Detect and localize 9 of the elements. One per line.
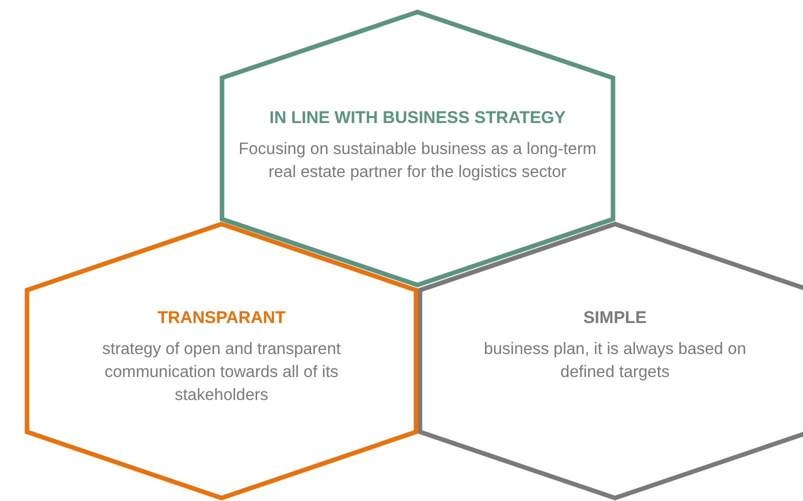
hexagon-description: Focusing on sustainable business as a long-term real estate partner for the logistics sector [238, 139, 598, 183]
hexagon [25, 222, 418, 500]
hexagon [220, 10, 615, 287]
hexagon-heading: TRANSPARANT [157, 308, 286, 328]
hexagon-description: business plan, it is always based on defined targets [482, 339, 748, 383]
hexagon-heading: IN LINE WITH BUSINESS STRATEGY [269, 108, 566, 128]
hexagon [418, 222, 803, 500]
hexagon-heading: SIMPLE [583, 308, 647, 328]
hexagon-description: strategy of open and transparent communication towards all of its stakeholders [101, 339, 342, 406]
